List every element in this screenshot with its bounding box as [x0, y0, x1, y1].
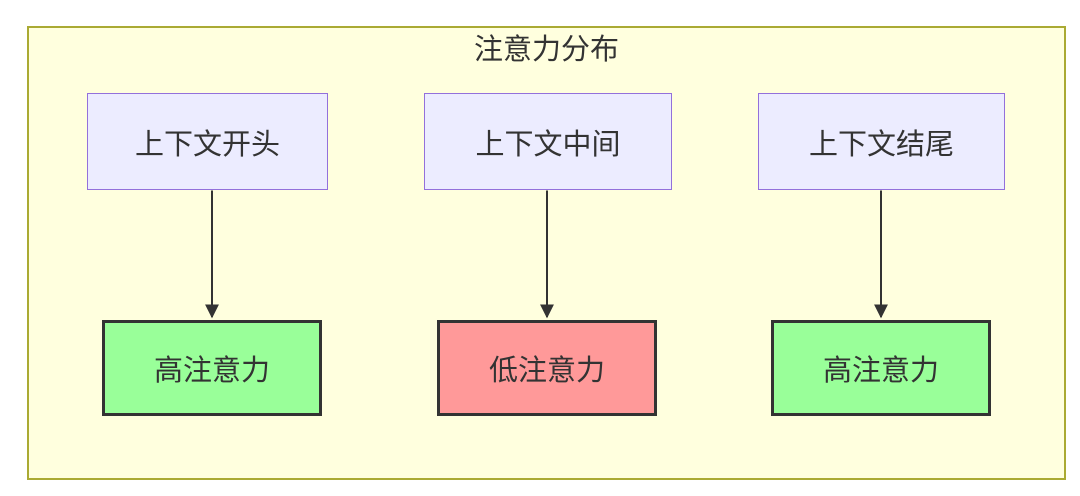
node-context-middle-label: 上下文中间	[475, 128, 621, 161]
node-context-beginning-label: 上下文开头	[134, 128, 280, 161]
diagram-title: 注意力分布	[473, 34, 619, 66]
node-high-attention-left: 高注意力	[102, 320, 322, 416]
node-high-attention-right-label: 高注意力	[822, 355, 939, 387]
node-context-end-label: 上下文结尾	[808, 128, 954, 161]
node-high-attention-left-label: 高注意力	[153, 355, 270, 387]
node-context-end: 上下文结尾	[758, 93, 1005, 190]
node-context-middle: 上下文中间	[424, 93, 672, 190]
node-high-attention-right: 高注意力	[771, 320, 991, 416]
node-low-attention-label: 低注意力	[488, 355, 605, 387]
node-low-attention: 低注意力	[437, 320, 657, 416]
node-context-beginning: 上下文开头	[87, 93, 328, 190]
